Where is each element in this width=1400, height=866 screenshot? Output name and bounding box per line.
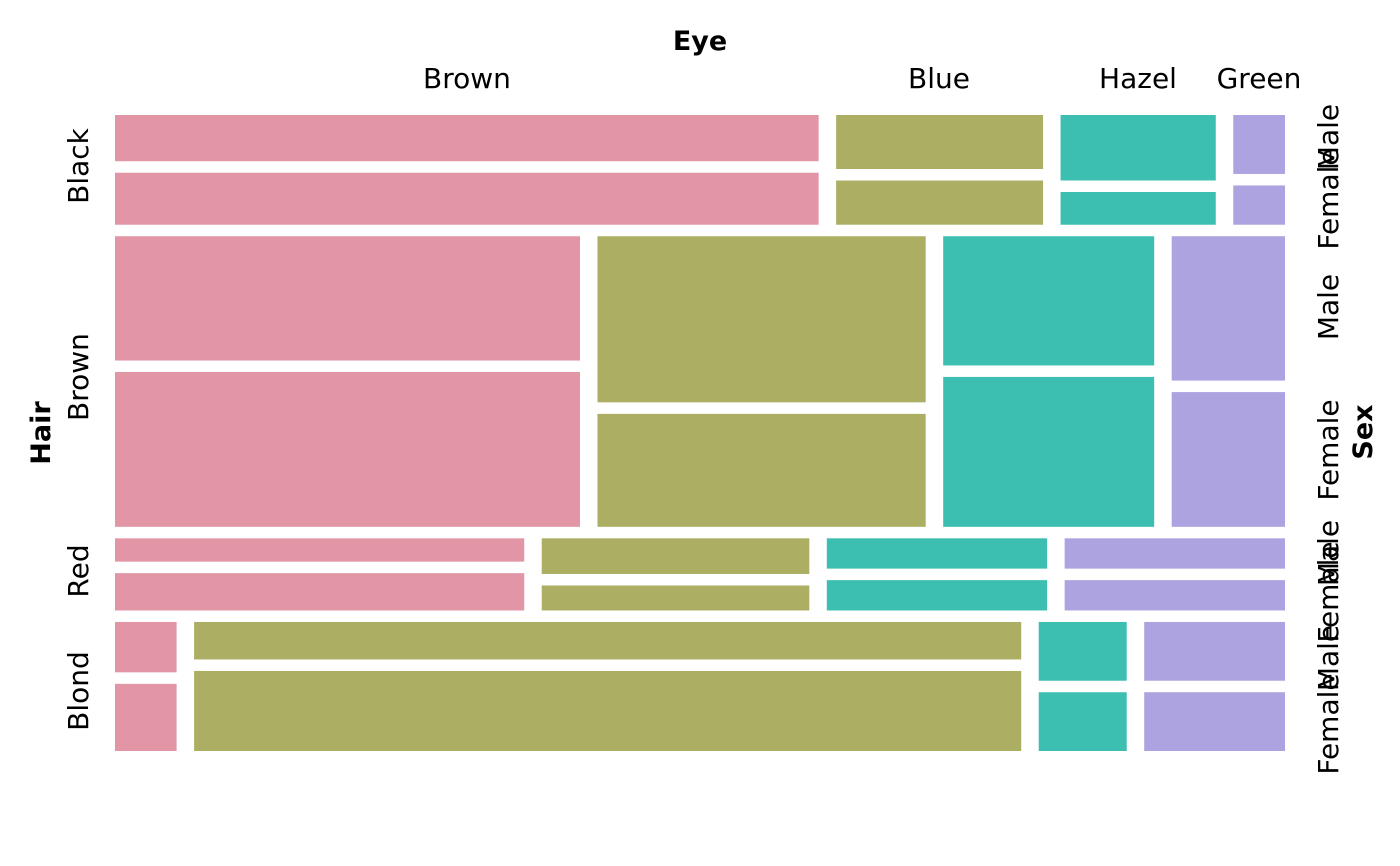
tile-red-hair-green-eye-male xyxy=(1064,538,1285,569)
eye-label-brown: Brown xyxy=(423,62,511,95)
tile-blond-hair-brown-eye-male xyxy=(115,621,177,673)
sex-label-blond-male: Male xyxy=(1312,625,1345,691)
tile-blond-hair-green-eye-male xyxy=(1144,621,1285,681)
tile-blond-hair-hazel-eye-female xyxy=(1038,692,1127,751)
tile-red-hair-hazel-eye-female xyxy=(826,580,1048,611)
sex-label-red-male: Male xyxy=(1312,520,1345,586)
eye-label-green: Green xyxy=(1217,62,1302,95)
tile-black-hair-hazel-eye-male xyxy=(1060,115,1216,181)
eye-level-labels: Brown Blue Hazel Green xyxy=(423,62,1301,95)
tile-black-hair-green-eye-female xyxy=(1233,185,1285,225)
tile-red-hair-green-eye-female xyxy=(1064,580,1285,611)
hair-label-blond: Blond xyxy=(62,651,95,731)
eye-label-blue: Blue xyxy=(908,62,970,95)
mosaic-tiles xyxy=(115,115,1285,751)
hair-label-black: Black xyxy=(62,127,95,204)
sex-label-brown-female: Female xyxy=(1312,399,1345,500)
sex-label-black-male: Male xyxy=(1312,104,1345,170)
tile-black-hair-brown-eye-female xyxy=(115,172,819,225)
z-axis-title: Sex xyxy=(1348,404,1379,459)
tile-blond-hair-brown-eye-female xyxy=(115,683,177,751)
y-axis-title: Hair xyxy=(26,401,57,465)
tile-brown-hair-hazel-eye-male xyxy=(943,236,1155,366)
tile-brown-hair-brown-eye-male xyxy=(115,236,580,361)
tile-brown-hair-hazel-eye-female xyxy=(943,376,1155,527)
tile-red-hair-blue-eye-male xyxy=(541,538,810,574)
tile-red-hair-brown-eye-female xyxy=(115,573,525,611)
tile-blond-hair-blue-eye-male xyxy=(194,621,1022,660)
sex-level-labels: Male Female Male Female Male Female Male… xyxy=(1312,104,1345,775)
tile-brown-hair-green-eye-male xyxy=(1171,236,1285,381)
tile-red-hair-blue-eye-female xyxy=(541,585,810,611)
tile-black-hair-green-eye-male xyxy=(1233,115,1285,174)
tile-black-hair-brown-eye-male xyxy=(115,115,819,162)
hair-label-brown: Brown xyxy=(62,333,95,421)
sex-label-brown-male: Male xyxy=(1312,274,1345,340)
tile-blond-hair-hazel-eye-male xyxy=(1038,621,1127,681)
eye-label-hazel: Hazel xyxy=(1099,62,1177,95)
sex-label-red-female: Female xyxy=(1312,541,1345,642)
tile-blond-hair-green-eye-female xyxy=(1144,692,1285,751)
tile-brown-hair-brown-eye-female xyxy=(115,372,580,527)
sex-label-black-female: Female xyxy=(1312,148,1345,249)
tile-brown-hair-blue-eye-female xyxy=(597,413,926,527)
tile-brown-hair-blue-eye-male xyxy=(597,236,926,403)
hair-label-red: Red xyxy=(62,544,95,597)
tile-red-hair-hazel-eye-male xyxy=(826,538,1048,569)
sex-label-blond-female: Female xyxy=(1312,673,1345,774)
x-axis-title: Eye xyxy=(673,26,727,57)
tile-black-hair-hazel-eye-female xyxy=(1060,191,1216,225)
tile-red-hair-brown-eye-male xyxy=(115,538,525,562)
hair-level-labels: Black Brown Red Blond xyxy=(62,127,95,730)
tile-black-hair-blue-eye-female xyxy=(836,180,1044,225)
tile-brown-hair-green-eye-female xyxy=(1171,392,1285,527)
tile-blond-hair-blue-eye-female xyxy=(194,670,1022,751)
tile-black-hair-blue-eye-male xyxy=(836,115,1044,170)
